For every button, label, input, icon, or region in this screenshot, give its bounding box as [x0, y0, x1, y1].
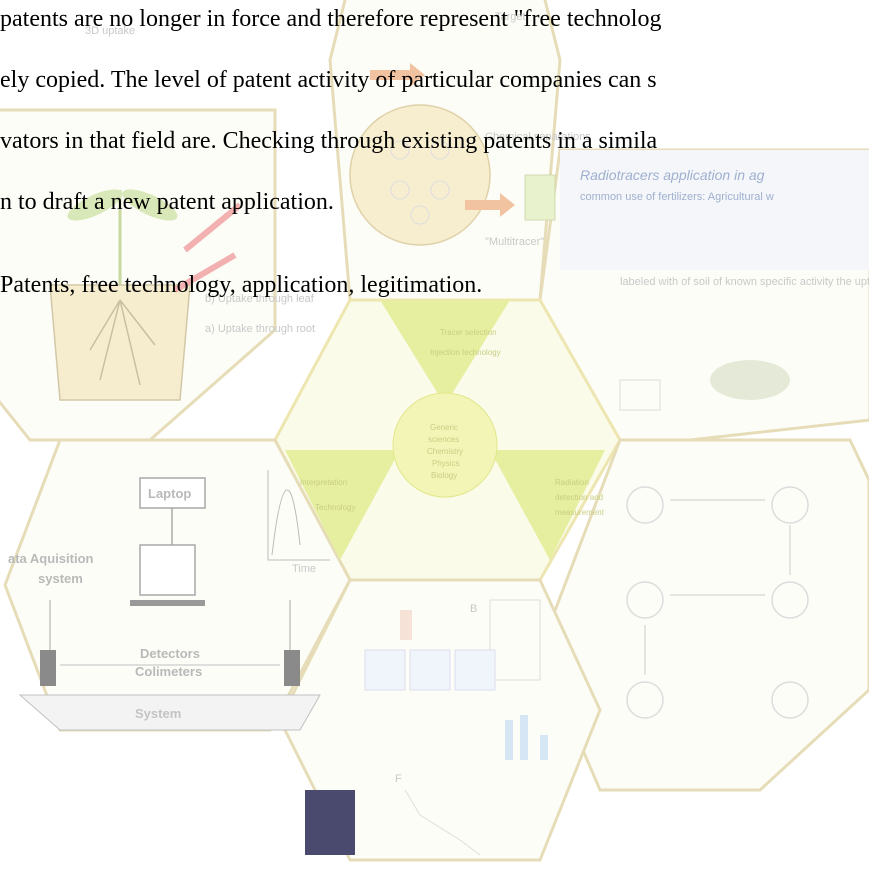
keywords-line: Patents, free technology, application, l…	[0, 272, 483, 298]
svg-text:B: B	[470, 603, 477, 615]
svg-text:system: system	[38, 571, 83, 586]
svg-text:sciences: sciences	[428, 435, 459, 444]
svg-text:"Multitracer": "Multitracer"	[485, 236, 544, 248]
svg-text:System: System	[135, 706, 181, 721]
svg-text:Tracer selection: Tracer selection	[440, 328, 497, 337]
svg-text:F: F	[395, 773, 402, 785]
svg-text:Radiotracers application in ag: Radiotracers application in ag	[580, 167, 765, 183]
separation-illustration: Target Chemical separations "Multitracer…	[349, 11, 591, 248]
svg-text:Colimeters: Colimeters	[135, 664, 202, 679]
svg-text:b) Uptake through leaf: b) Uptake through leaf	[205, 293, 315, 305]
svg-text:Technology: Technology	[315, 503, 355, 512]
svg-text:Target: Target	[495, 11, 526, 23]
svg-text:Chemical separations: Chemical separations	[485, 131, 591, 143]
abstract-line-2: ely copied. The level of patent activity…	[0, 67, 657, 93]
svg-text:Generic: Generic	[430, 423, 458, 432]
svg-text:detection and: detection and	[555, 493, 603, 502]
chemical-scheme	[626, 486, 809, 719]
abstract-line-3: vators in that field are. Checking throu…	[0, 128, 658, 154]
svg-text:ata Aquisition: ata Aquisition	[8, 551, 94, 566]
radiotracer-panel: Radiotracers application in ag common us…	[560, 150, 869, 411]
daq-diagram: Laptop ata Aquisition system Time Detect…	[8, 470, 330, 731]
radiation-symbol: Tracer selection Injection technology In…	[285, 300, 605, 560]
svg-text:3D uptake: 3D uptake	[85, 25, 135, 37]
svg-text:labeled with of soil of known: labeled with of soil of known specific a…	[620, 276, 869, 288]
svg-text:common use of fertilizers: Agr: common use of fertilizers: Agricultural …	[580, 191, 774, 203]
svg-text:Detectors: Detectors	[140, 646, 200, 661]
svg-text:Radiation: Radiation	[555, 478, 589, 487]
svg-text:Interpretation: Interpretation	[300, 478, 347, 487]
svg-text:measurement: measurement	[555, 508, 605, 517]
abstract-line-4: n to draft a new patent application.	[0, 189, 334, 215]
svg-text:Laptop: Laptop	[148, 486, 191, 501]
lab-figure: B F	[305, 599, 548, 856]
abstract-line-1: patents are no longer in force and there…	[0, 6, 662, 32]
svg-text:Chemistry: Chemistry	[427, 447, 463, 456]
plant-illustration: 3D uptake b) Uptake through leaf a) Upta…	[49, 25, 315, 401]
svg-text:Time: Time	[292, 563, 316, 575]
svg-text:Injection technology: Injection technology	[430, 348, 501, 357]
svg-text:Biology: Biology	[431, 471, 457, 480]
svg-text:Physics: Physics	[432, 459, 460, 468]
svg-text:a) Uptake through root: a) Uptake through root	[205, 323, 315, 335]
